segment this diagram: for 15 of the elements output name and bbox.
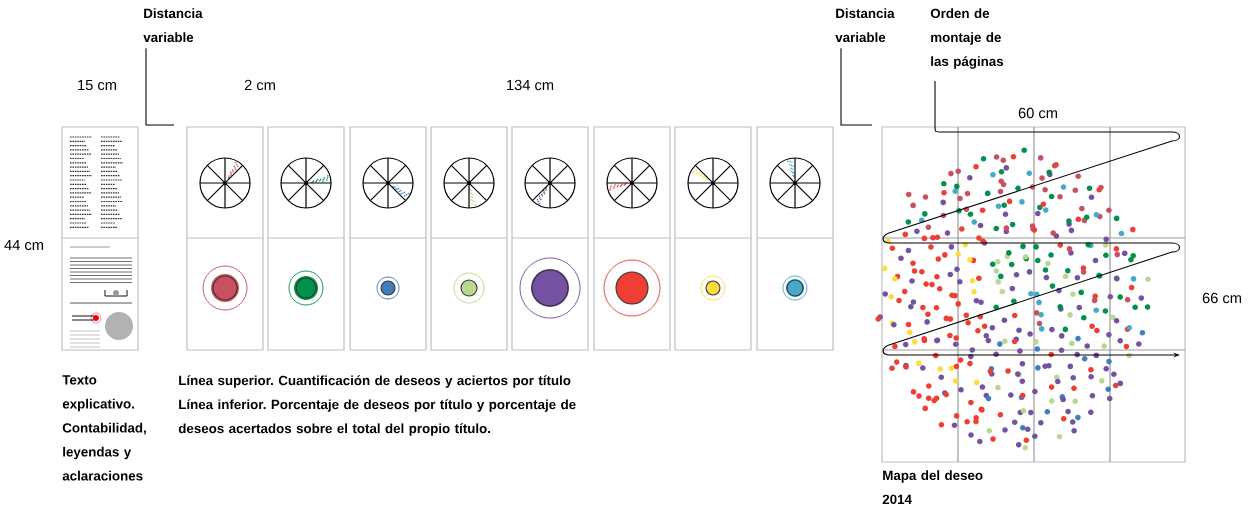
leader-line [145, 47, 175, 126]
dimension-label: 15 cm [78, 79, 116, 91]
caption-text: Línea superior. Cuantificación de deseos y aciertos por título [179, 375, 571, 388]
callout-text: Orden de montaje de las páginas [930, 8, 1004, 69]
callout-text: Distancia variable [143, 8, 203, 43]
dimension-label: 2 cm [244, 79, 275, 91]
callout-text: Distancia variable [835, 8, 895, 43]
caption-text: Línea inferior. Porcentaje de deseos por título y porcentaje de deseos acertados sobre el total del propio título. [178, 399, 576, 436]
dimension-label: 66 cm [1202, 292, 1241, 304]
dimension-label: 134 cm [507, 79, 554, 91]
dimension-label: 60 cm [1018, 107, 1057, 119]
caption-text: Mapa del deseo 2014 [882, 470, 983, 505]
leader-line [840, 47, 873, 126]
caption-text: Texto explicativo. Contabilidad, leyendas y aclaraciones [62, 375, 146, 481]
dimension-label: 44 cm [4, 239, 43, 251]
